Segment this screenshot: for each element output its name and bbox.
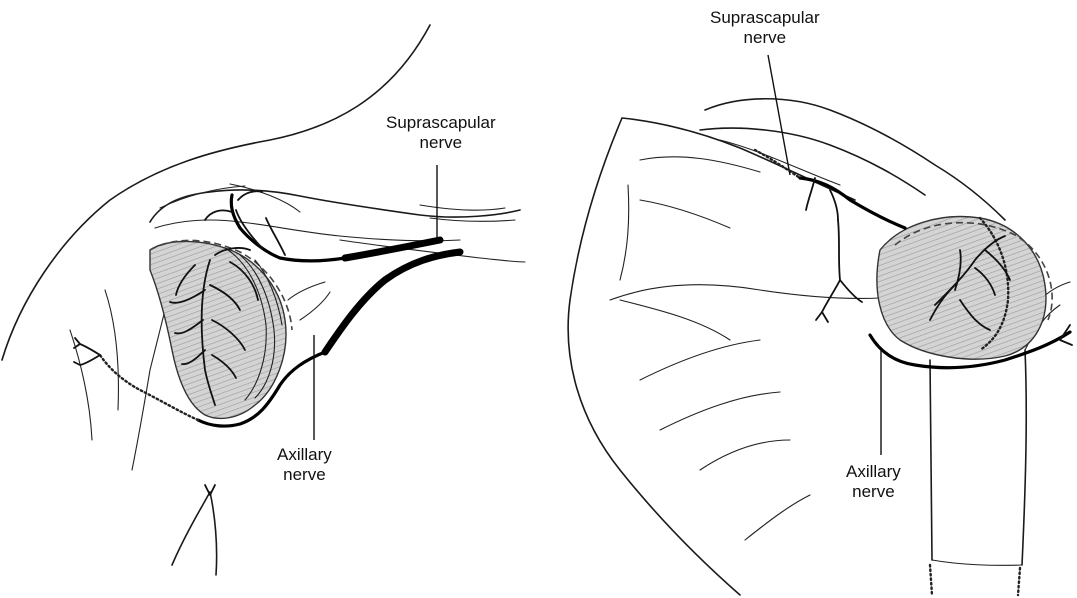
left-shoulder-drawing	[2, 25, 525, 575]
left-axillary-nerve	[325, 252, 460, 352]
left-axillary-label-line1: Axillary	[277, 445, 332, 465]
right-axillary-label-line1: Axillary	[846, 462, 901, 482]
left-axillary-label: Axillary nerve	[277, 445, 332, 485]
right-axillary-label-line2: nerve	[846, 482, 901, 502]
right-suprascapular-label: Suprascapular nerve	[710, 8, 820, 48]
right-suprascapular-nerve	[800, 178, 905, 228]
left-suprascapular-label: Suprascapular nerve	[386, 113, 496, 153]
left-axillary-label-line2: nerve	[277, 465, 332, 485]
left-acromion	[150, 190, 520, 222]
right-suprascapular-label-line2: nerve	[710, 28, 820, 48]
left-joint-capsule	[150, 241, 286, 418]
right-axillary-label: Axillary nerve	[846, 462, 901, 502]
right-suprascapular-label-line1: Suprascapular	[710, 8, 820, 28]
right-shoulder-drawing	[568, 99, 1072, 595]
left-suprascapular-label-line2: nerve	[386, 133, 496, 153]
right-humerus	[930, 350, 1026, 565]
left-suprascapular-label-line1: Suprascapular	[386, 113, 496, 133]
